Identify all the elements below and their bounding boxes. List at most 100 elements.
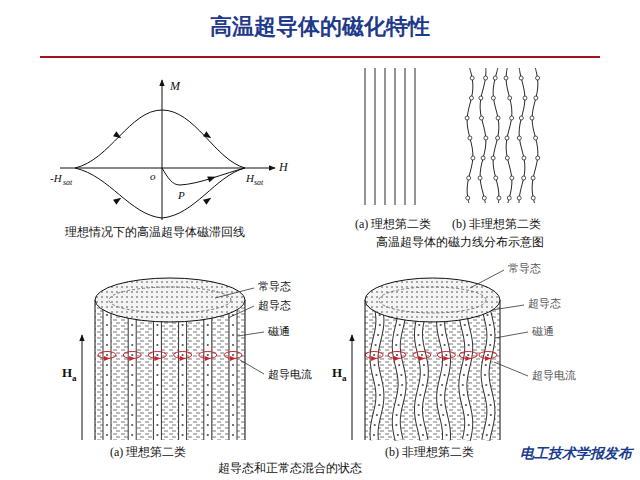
caption-text: 超导电流 <box>268 368 312 380</box>
flux-dot <box>106 404 108 406</box>
flux-tube <box>129 300 136 440</box>
pinning-center <box>519 76 523 80</box>
flux-dot <box>466 334 468 336</box>
flux-dot <box>106 344 108 346</box>
flux-dot <box>106 364 108 366</box>
flux-line <box>493 68 499 203</box>
caption-text: 高温超导体的磁力线分布示意图 <box>376 235 544 249</box>
pinning-center <box>531 176 535 180</box>
flux-dot <box>106 384 108 386</box>
flux-dot <box>443 344 445 346</box>
flux-tube <box>203 300 212 440</box>
flux-dot <box>232 374 234 376</box>
direction-arrow <box>203 131 213 141</box>
flux-dot <box>468 424 470 426</box>
flux-dot <box>131 374 133 376</box>
flux-dot <box>182 394 184 396</box>
pinning-center <box>517 136 521 140</box>
cylinder-side <box>365 300 366 440</box>
pinning-center <box>494 176 498 180</box>
cylinder-side <box>95 300 96 440</box>
flux-dot <box>156 324 158 326</box>
pinning-center <box>534 96 538 100</box>
pinning-center <box>522 156 526 160</box>
flux-dot <box>379 324 381 326</box>
flux-dot <box>373 354 375 356</box>
flux-tube <box>485 300 491 440</box>
caption-text: 超导电流 <box>532 369 576 381</box>
flux-dot <box>488 394 490 396</box>
label-anchor: (a) 理想第二类 <box>355 218 431 231</box>
label-anchor: a <box>342 374 347 384</box>
flux-dot <box>232 434 234 436</box>
flux-dot <box>182 424 184 426</box>
caption-text: (a) 理想第二类 <box>355 217 431 231</box>
flux-dot <box>440 394 442 396</box>
flux-dot <box>207 324 209 326</box>
current-arrow <box>485 356 491 361</box>
label-anchor: (b) 非理想第二类 <box>385 446 474 459</box>
caption-text: 磁通 <box>532 325 554 337</box>
pinning-center <box>491 156 495 160</box>
field-arrow <box>352 335 353 440</box>
normal-state-top <box>95 278 245 322</box>
flux-dot <box>375 344 377 346</box>
flux-dot <box>489 344 491 346</box>
flux-dot <box>378 404 380 406</box>
caption-text: 超导态 <box>258 299 291 311</box>
lower-branch <box>75 168 245 218</box>
flux-dot <box>131 424 133 426</box>
flux-tube <box>104 300 111 440</box>
label-anchor: H <box>332 366 342 380</box>
flux-dot <box>106 354 108 356</box>
flux-dot <box>484 374 486 376</box>
cylinder-side <box>245 300 246 440</box>
flux-dot <box>444 424 446 426</box>
pinning-center <box>481 156 485 160</box>
flux-dot <box>106 394 108 396</box>
flux-dot <box>486 434 488 436</box>
caption-text: 超导态和正常态混合的状态 <box>218 461 362 475</box>
pinning-center <box>496 136 500 140</box>
flux-dot <box>395 344 397 346</box>
label-anchor: 理想情况下的高温超导体磁滞回线 <box>65 226 245 239</box>
flux-dot <box>207 434 209 436</box>
flux-dot <box>156 374 158 376</box>
flux-dot <box>182 354 184 356</box>
current-arrow <box>394 356 400 361</box>
flux-dot <box>373 434 375 436</box>
label-anchor: 超导态和正常态混合的状态 <box>218 462 362 475</box>
caption-text: 磁通 <box>268 325 290 337</box>
axis-label: -H <box>50 172 62 184</box>
flux-dot <box>376 414 378 416</box>
flux-dot <box>418 344 420 346</box>
flux-line <box>467 68 473 203</box>
pinning-center <box>508 96 512 100</box>
pinning-center <box>523 96 527 100</box>
axis-label: M <box>170 79 180 93</box>
direction-arrow <box>113 195 123 205</box>
flux-dot <box>131 404 133 406</box>
leader-line <box>240 360 264 374</box>
flux-dot <box>418 414 420 416</box>
pinning-center <box>507 196 511 200</box>
pinning-center <box>517 196 521 200</box>
flux-line <box>506 68 512 203</box>
flux-dot <box>423 364 425 366</box>
flux-dot <box>131 364 133 366</box>
leader-line <box>215 288 254 298</box>
direction-arrow <box>203 195 213 205</box>
flux-dot <box>156 434 158 436</box>
caption-text: 超导态 <box>528 297 561 309</box>
pinning-center <box>493 76 497 80</box>
flux-dot <box>490 334 492 336</box>
flux-dot <box>156 404 158 406</box>
flux-dot <box>182 334 184 336</box>
flux-dot <box>106 414 108 416</box>
title-rule <box>40 56 600 58</box>
flux-dot <box>441 334 443 336</box>
flux-dot <box>374 424 376 426</box>
flux-tube <box>204 300 211 440</box>
flux-dot <box>131 384 133 386</box>
pinning-center <box>497 196 501 200</box>
